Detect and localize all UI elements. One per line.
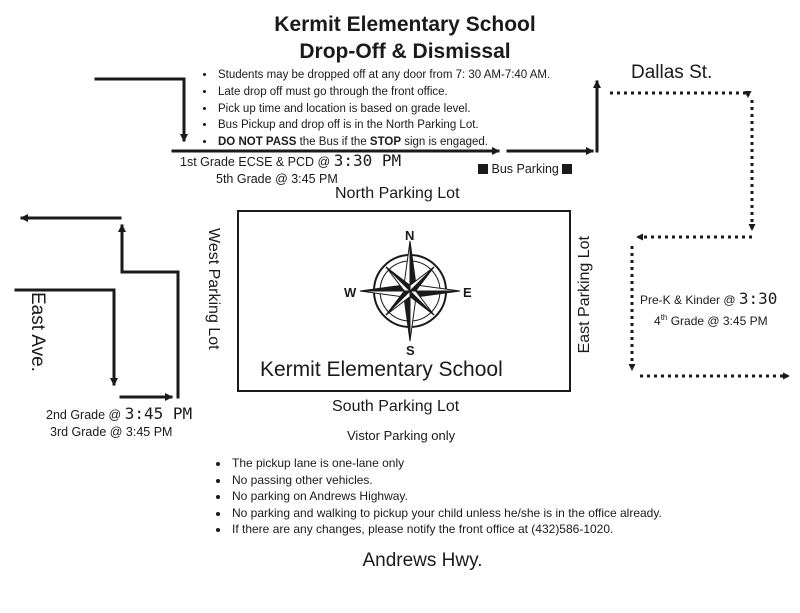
rule-item: No parking on Andrews Highway.: [230, 488, 734, 505]
bus-parking-label: Bus Parking: [478, 161, 573, 178]
east-route-entry-arrow: [610, 91, 752, 98]
rule-item: Students may be dropped off at any door …: [216, 67, 600, 84]
handwritten-time: 3:30: [738, 289, 778, 308]
west-pickup-line1: 2nd Grade @ 3:45 PM: [46, 404, 193, 423]
page-title: Kermit Elementary School: [274, 13, 536, 36]
east-route-arrows: [610, 91, 790, 380]
building-label: Kermit Elementary School: [260, 358, 503, 381]
west-parking-lot-label: West Parking Lot: [205, 228, 222, 350]
bus-parking-marker-icon: [562, 164, 573, 174]
north-route-arrows: [94, 77, 601, 155]
compass-west-label: W: [344, 285, 357, 300]
compass-east-label: E: [463, 285, 472, 300]
pickup-rules: The pickup lane is one-lane only No pass…: [214, 455, 734, 538]
north-pickup-times: 1st Grade ECSE & PCD @ 3:30 PM 5th Grade…: [180, 152, 401, 188]
rule-item: Bus Pickup and drop off is in the North …: [216, 117, 600, 134]
north-route-entry-arrow: [94, 77, 188, 142]
west-pickup-line2: 3rd Grade @ 3:45 PM: [50, 425, 173, 439]
rule-item: Late drop off must go through the front …: [216, 84, 600, 101]
west-pickup-times: 2nd Grade @ 3:45 PM 3rd Grade @ 3:45 PM: [46, 405, 192, 441]
north-pickup-line2: 5th Grade @ 3:45 PM: [216, 172, 338, 186]
rule-item: No passing other vehicles.: [230, 472, 734, 489]
rule-item: If there are any changes, please notify …: [230, 521, 734, 538]
rule-item: Pick up time and location is based on gr…: [216, 101, 600, 118]
east-pickup-times: Pre-K & Kinder @ 3:30 4th Grade @ 3:45 P…: [640, 290, 777, 330]
street-andrews-hwy: Andrews Hwy.: [362, 550, 483, 571]
street-east-ave: East Ave.: [27, 292, 48, 372]
west-route-arrows: [14, 214, 180, 401]
north-parking-lot-label: North Parking Lot: [335, 185, 460, 202]
rule-bold-text: DO NOT PASS: [218, 136, 297, 149]
rule-item: The pickup lane is one-lane only: [230, 455, 734, 472]
rule-text: sign is engaged.: [401, 136, 488, 149]
compass-rose-icon: [359, 240, 461, 342]
handwritten-time: 3:45 PM: [124, 404, 193, 423]
rule-text: the Bus if the: [296, 136, 370, 149]
page-subtitle: Drop-Off & Dismissal: [299, 40, 511, 63]
north-pickup-line1: 1st Grade ECSE & PCD @ 3:30 PM: [180, 151, 402, 170]
street-dallas: Dallas St.: [631, 62, 713, 83]
west-route-up-arrow: [118, 224, 180, 399]
west-route-entry-arrow: [14, 288, 118, 386]
east-parking-lot-label: East Parking Lot: [576, 236, 593, 354]
school-building-outline: [237, 210, 571, 392]
rule-bold-text: STOP: [369, 136, 402, 149]
compass-south-label: S: [406, 343, 415, 358]
south-parking-lot-label: South Parking Lot: [332, 398, 460, 415]
bus-parking-marker-icon: [478, 164, 488, 174]
east-pickup-line2: 4th Grade @ 3:45 PM: [654, 313, 768, 328]
compass-north-label: N: [405, 228, 415, 243]
rule-item: DO NOT PASS the Bus if the STOP sign is …: [216, 134, 600, 151]
handwritten-time: 3:30 PM: [333, 151, 402, 170]
rule-item: No parking and walking to pickup your ch…: [230, 505, 734, 522]
east-pickup-line1: Pre-K & Kinder @ 3:30: [640, 289, 778, 308]
drop-off-rules: Students may be dropped off at any door …: [200, 67, 600, 151]
visitor-parking-label: Vistor Parking only: [347, 428, 456, 443]
